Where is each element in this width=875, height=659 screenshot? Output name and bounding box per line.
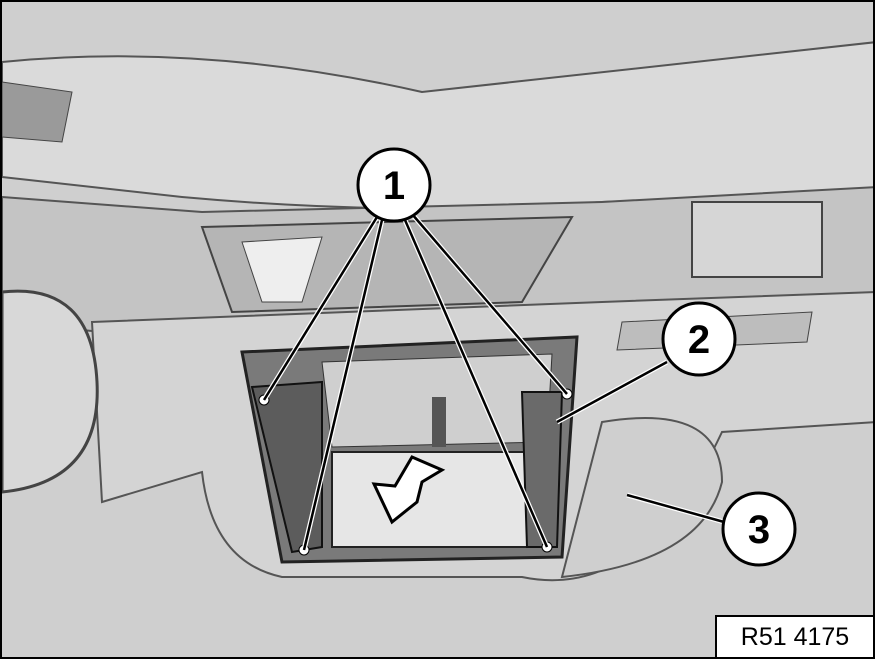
callout-2: 2: [661, 301, 737, 377]
left-mount-bracket: [250, 380, 323, 554]
callout-2-label: 2: [688, 318, 710, 362]
upper-bracket: [241, 236, 323, 303]
reference-code-label: R51 4175: [715, 615, 873, 657]
callout-3: 3: [721, 491, 797, 567]
right-mount-bracket: [520, 391, 564, 548]
callout-3-label: 3: [748, 508, 770, 552]
removal-direction-arrow-icon: [371, 455, 446, 525]
center-bracket: [432, 397, 446, 447]
left-vent: [2, 81, 73, 143]
callout-1-label: 1: [383, 164, 405, 208]
display-recess: [691, 201, 823, 278]
steering-opening: [2, 289, 99, 494]
callout-1: 1: [356, 147, 432, 223]
